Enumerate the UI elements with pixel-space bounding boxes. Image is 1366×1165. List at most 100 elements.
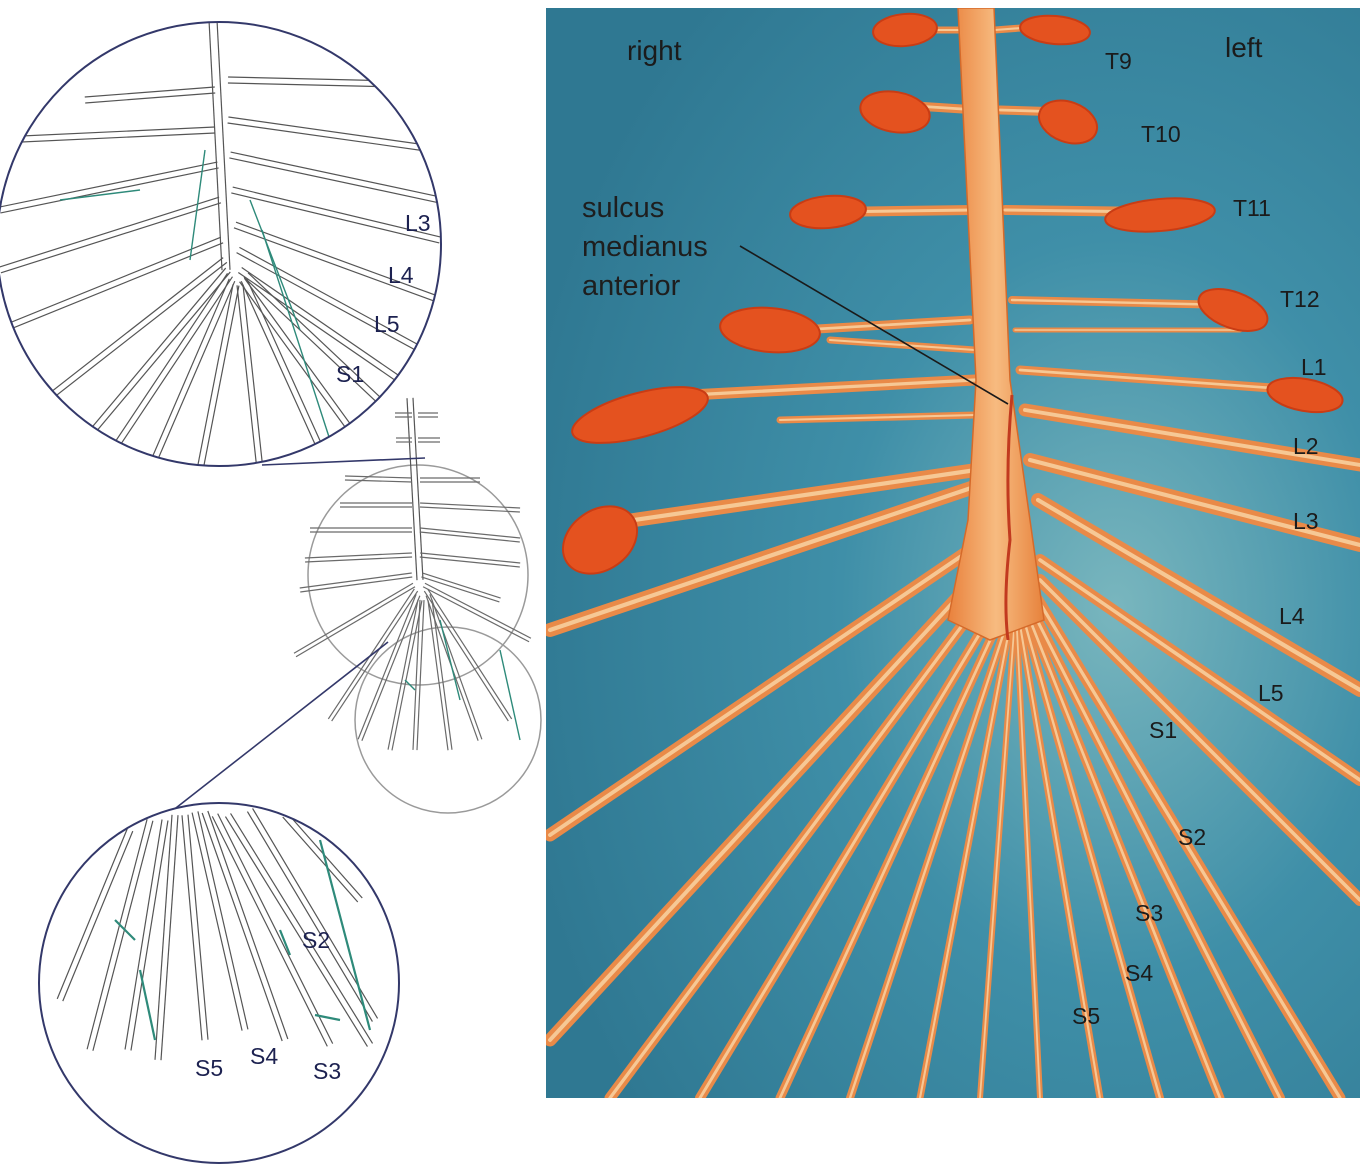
sketch-root [0,161,218,208]
sketch-root [187,814,209,1040]
zoom-bottom-label-s3: S3 [313,1058,342,1084]
sketch-root [160,815,179,1061]
nerve-root-highlight [1036,598,1342,1098]
sketch-root [101,276,233,466]
sketch-root [247,272,403,419]
sketch-root [230,151,441,198]
sketch-cord [208,22,223,271]
sketch-vessel [439,619,461,701]
zoom-bottom-label-s5: S5 [195,1055,224,1081]
root-label-t9: T9 [1105,48,1132,74]
sketch-root [344,479,412,483]
dorsal-root-ganglion [1266,376,1344,414]
sketch-cord [216,22,231,270]
sketch-root [207,810,289,1040]
side-label-right: right [627,35,682,66]
sketch-root [0,167,219,214]
sketch-root [420,502,521,509]
sketch-root [240,280,328,466]
sulcus-label-line-2: medianus [582,231,708,263]
dorsal-root-ganglion [561,505,639,575]
root-label-l5: L5 [1258,680,1284,706]
dorsal-root-ganglion [1037,99,1099,145]
sulcus-label-line-3: anterior [582,270,681,302]
sketch-root [236,252,439,364]
sketch-root [0,242,224,334]
overview-zoom-circle-top [307,464,529,686]
zoom-bottom-label-s2: S2 [302,927,331,953]
root-label-s4: S4 [1125,960,1154,986]
zoom-top-label-l4: L4 [388,262,414,288]
dorsal-root-ganglion [719,306,821,354]
sketch-root [237,271,399,383]
sketch-root [86,819,148,1050]
dorsal-root-ganglion [1019,14,1091,46]
sketch-root [361,595,421,741]
sketch-root [181,815,203,1041]
nerve-root-highlight [848,618,1010,1098]
nerve-root-highlight [1016,629,1041,1098]
sketch-root [327,588,415,720]
sketch-root [0,196,220,268]
nerve-root-highlight [1027,457,1360,548]
sketch-root [201,812,283,1042]
sketch-root [235,221,441,298]
sketch-root [232,186,441,238]
zoom-top-label-l3: L3 [405,210,431,236]
sketch-root [130,820,169,1051]
sketch-root [357,594,417,740]
sketch-root [0,126,215,138]
sketch-vessel [114,919,136,941]
sketch-root [233,227,440,304]
nerve-root-highlight [548,538,987,837]
nerve-root-highlight [778,413,977,422]
sketch-root [231,192,440,244]
sketch-root [230,813,374,1044]
nerve-root-highlight [1026,613,1222,1098]
spinal-cord [947,8,1045,641]
sketch-vessel [249,199,301,331]
zoom-top-label-l5: L5 [374,311,400,337]
nerve-root-highlight [688,378,977,397]
sketch-root [299,572,412,589]
sketch-root [300,576,413,593]
nerve-root-highlight [1038,578,1360,902]
sketch-root [124,819,163,1050]
lower-zoom-lines [56,808,379,1061]
side-label-left: left [1225,32,1263,63]
sulcus-pointer-line [739,245,1009,405]
root-label-s5: S5 [1072,1003,1101,1029]
root-label-l2: L2 [1293,433,1319,459]
sketch-root [211,816,328,1047]
nerve-root-highlight [698,598,1002,1098]
sketch-root [305,556,413,563]
sketch-root [295,586,416,658]
nerve-root-highlight [548,558,994,1042]
anterior-median-sulcus-vessel [1004,394,1014,641]
sulcus-label-line-1: sulcus [582,192,665,224]
nerve-root-highlight [798,318,972,332]
sketch-root [236,285,258,466]
sketch-root [217,813,334,1044]
sketch-vessel [189,149,206,261]
nerve-root-highlight [1018,623,1102,1098]
zoom-top-label-s1: S1 [336,361,365,387]
sketch-root [146,278,230,466]
root-label-s3: S3 [1135,900,1164,926]
sketch-vessel [314,1013,341,1022]
sketch-root [0,202,222,274]
sketch-root [387,599,419,750]
specimen-photo [546,8,1360,1098]
dorsal-root-ganglion [1104,197,1216,233]
nerve-root-highlight [1023,408,1360,467]
sketch-root [246,811,373,1022]
sketch-vessel [499,649,521,741]
sketch-vessel [59,189,141,201]
sketch-vessel [318,839,372,1031]
overview-sketch-lines [293,397,532,751]
dorsal-root-ganglia [561,12,1344,575]
sketch-root [421,576,500,603]
sketch-root [427,600,449,751]
nerve-root-highlight [778,608,1006,1098]
